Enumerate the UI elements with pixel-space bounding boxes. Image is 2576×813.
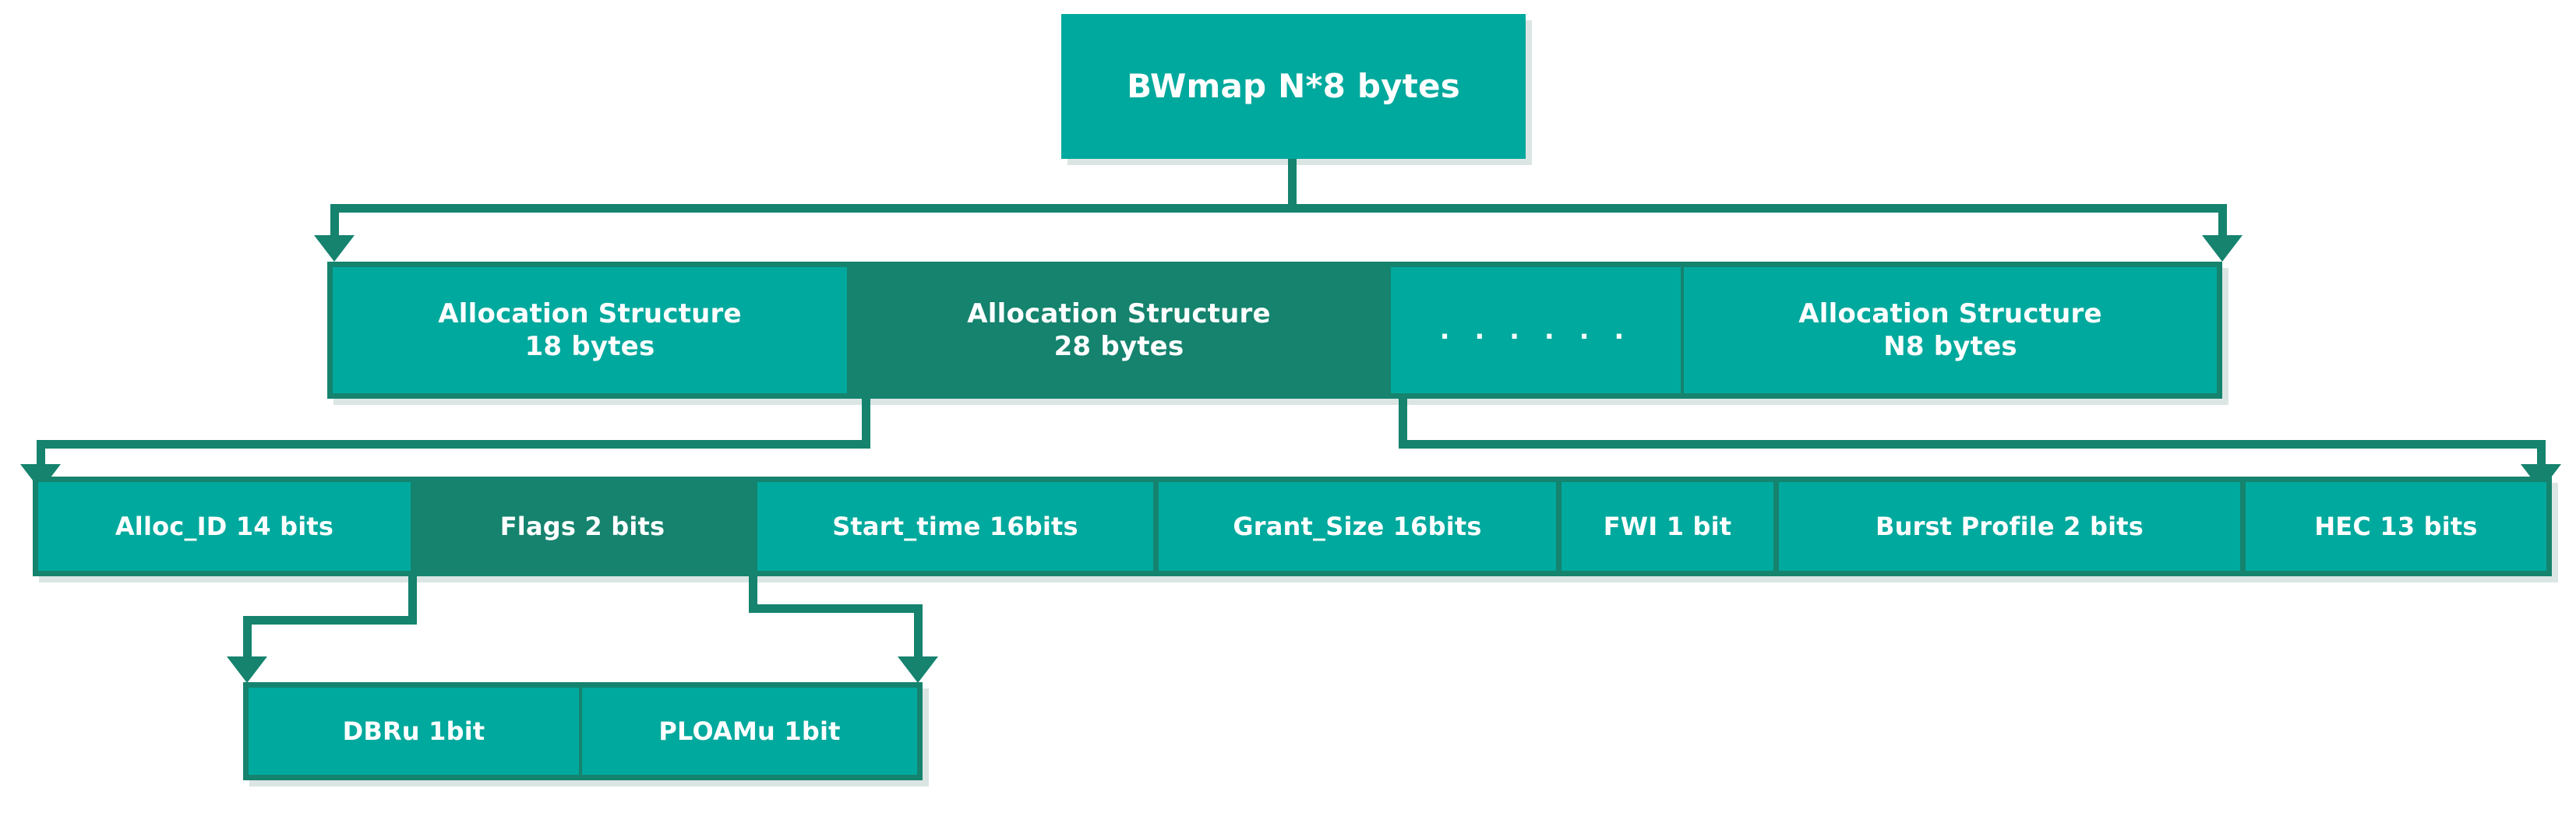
connector-alloc1-left-drop — [37, 440, 45, 473]
connector-flags-left-stem — [243, 616, 252, 664]
flag-ploamu: PLOAMu 1bit — [582, 688, 917, 775]
connector-flags-right-stem — [914, 604, 923, 664]
connector-allocn-right-drop — [2537, 440, 2546, 473]
connector-alloc1-drop — [862, 399, 870, 449]
connector-flags-right-bus — [749, 604, 923, 613]
field-burst-profile: Burst Profile 2 bits — [1779, 482, 2240, 571]
connector-allocn-drop — [1399, 399, 1407, 449]
connector-bwmap-left-arrow — [314, 235, 355, 262]
field-start-time: Start_time 16bits — [757, 482, 1153, 571]
connector-bwmap-bus — [330, 204, 2227, 213]
allocation-structure-2: Allocation Structure 28 bytes — [850, 267, 1388, 393]
field-flags: Flags 2 bits — [411, 482, 754, 571]
bwmap-box: BWmap N*8 bytes — [1061, 14, 1526, 159]
field-alloc-id: Alloc_ID 14 bits — [38, 482, 411, 571]
connector-alloc1-bus — [37, 440, 870, 449]
field-fwi: FWI 1 bit — [1561, 482, 1773, 571]
connector-allocn-bus — [1399, 440, 2546, 449]
connector-bwmap-right-arrow — [2202, 235, 2243, 262]
connector-flags-right-arrow — [898, 656, 938, 683]
connector-flags-left-arrow — [227, 656, 267, 683]
connector-bwmap-left-drop — [330, 204, 339, 245]
field-hec: HEC 13 bits — [2246, 482, 2546, 571]
connector-bwmap-right-drop — [2218, 204, 2227, 245]
flag-dbru: DBRu 1bit — [249, 688, 579, 775]
connector-flags-left-bus — [243, 616, 417, 625]
allocation-structure-n: Allocation Structure N8 bytes — [1684, 267, 2217, 393]
connector-flags-right-drop — [749, 576, 757, 613]
allocation-structure-ellipsis: . . . . . . — [1391, 267, 1681, 393]
allocation-structure-1: Allocation Structure 18 bytes — [333, 267, 847, 393]
connector-flags-left-drop — [408, 576, 417, 625]
connector-bwmap-stem — [1288, 159, 1297, 207]
field-grant-size: Grant_Size 16bits — [1159, 482, 1556, 571]
